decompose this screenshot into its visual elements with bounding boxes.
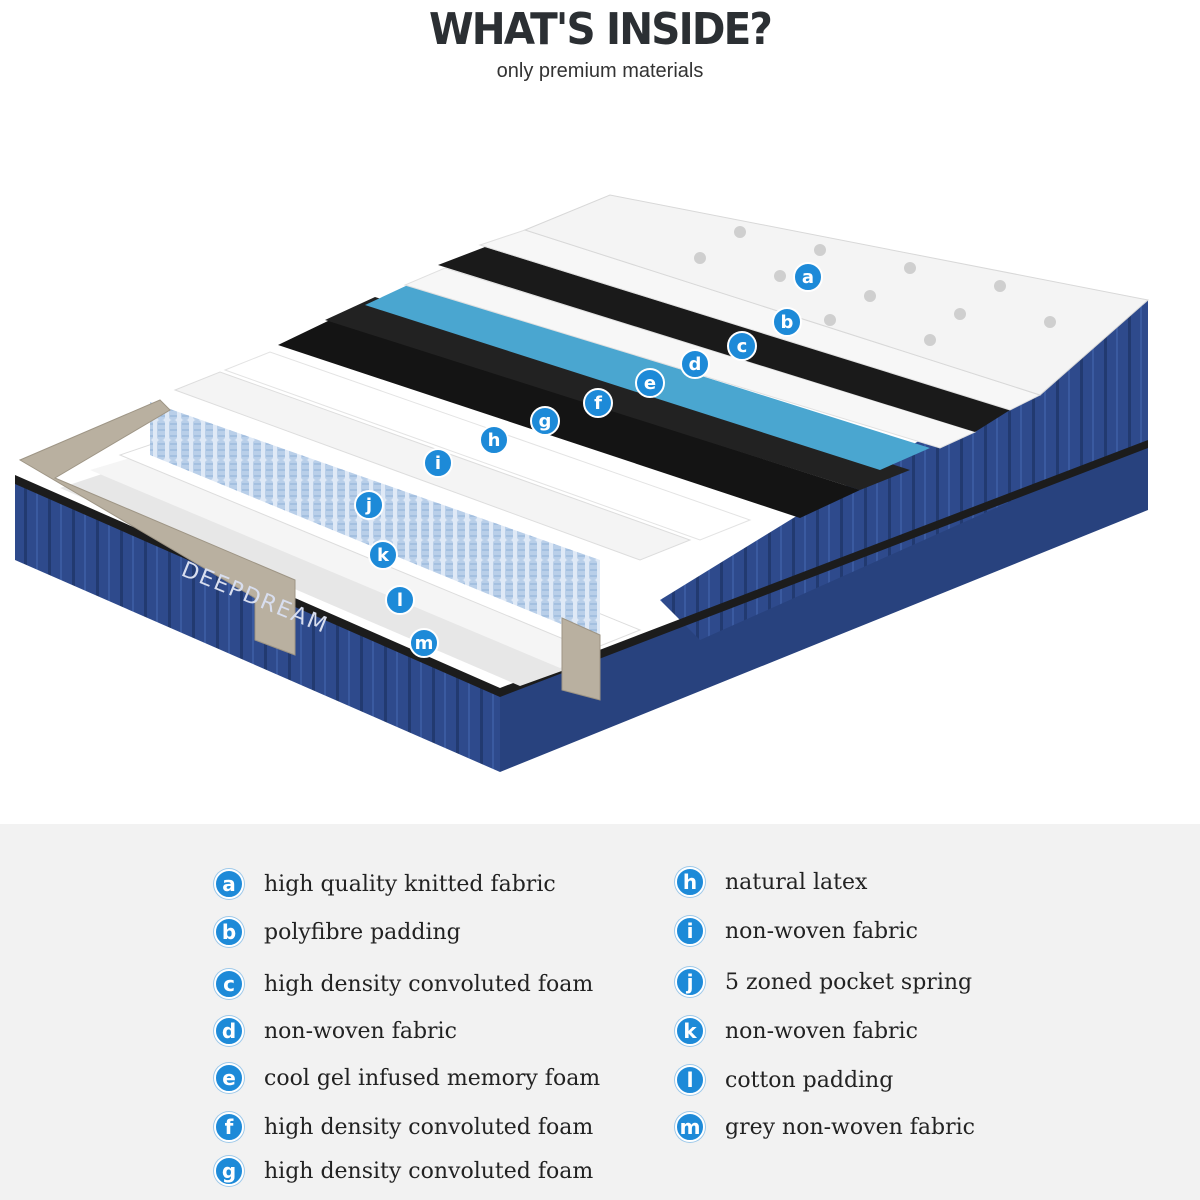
diagram-badge-m: m bbox=[409, 628, 439, 658]
legend-item-i: i non-woven fabric bbox=[675, 916, 918, 946]
svg-text:f: f bbox=[594, 393, 602, 414]
legend-item-c: c high density convoluted foam bbox=[214, 969, 593, 999]
diagram-badge-g: g bbox=[530, 406, 560, 436]
pocket-springs bbox=[150, 402, 600, 640]
svg-text:j: j bbox=[365, 495, 372, 516]
legend-label: high density convoluted foam bbox=[264, 971, 594, 997]
legend-badge-c: c bbox=[214, 969, 244, 999]
diagram-badge-c: c bbox=[727, 331, 757, 361]
legend-item-a: a high quality knitted fabric bbox=[214, 869, 556, 899]
diagram-badge-e: e bbox=[635, 368, 665, 398]
legend-item-d: d non-woven fabric bbox=[214, 1016, 457, 1046]
legend-label: polyfibre padding bbox=[264, 919, 461, 945]
diagram-badge-j: j bbox=[354, 490, 384, 520]
legend-badge-l: l bbox=[675, 1065, 705, 1095]
legend-item-j: j 5 zoned pocket spring bbox=[675, 967, 972, 997]
diagram-badge-i: i bbox=[423, 448, 453, 478]
svg-text:c: c bbox=[737, 336, 748, 357]
svg-text:b: b bbox=[781, 312, 794, 333]
side-frame bbox=[18, 399, 296, 656]
legend-label: cotton padding bbox=[725, 1067, 894, 1093]
legend-badge-d: d bbox=[214, 1016, 244, 1046]
layer-a-top-fabric bbox=[523, 194, 1150, 396]
legend-item-l: l cotton padding bbox=[675, 1065, 893, 1095]
svg-text:e: e bbox=[644, 373, 656, 394]
legend-badge-e: e bbox=[214, 1063, 244, 1093]
legend-label: non-woven fabric bbox=[725, 918, 918, 944]
legend-item-b: b polyfibre padding bbox=[214, 917, 461, 947]
page-title: WHAT'S INSIDE? bbox=[428, 4, 773, 55]
svg-text:a: a bbox=[802, 267, 814, 288]
side-frame-right bbox=[561, 617, 601, 701]
legend-label: high quality knitted fabric bbox=[264, 871, 556, 897]
legend-item-m: m grey non-woven fabric bbox=[675, 1112, 975, 1142]
legend-badge-f: f bbox=[214, 1112, 244, 1142]
layer-l bbox=[90, 455, 600, 668]
legend-label: non-woven fabric bbox=[725, 1018, 918, 1044]
diagram-badge-f: f bbox=[583, 388, 613, 418]
svg-text:g: g bbox=[539, 411, 552, 432]
legend-badge-h: h bbox=[675, 867, 705, 897]
legend-badge-g: g bbox=[214, 1156, 244, 1186]
legend-item-g: g high density convoluted foam bbox=[214, 1156, 593, 1186]
svg-text:d: d bbox=[689, 354, 702, 375]
diagram-badge-l: l bbox=[385, 585, 415, 615]
diagram-badge-b: b bbox=[772, 307, 802, 337]
diagram-badge-k: k bbox=[368, 540, 398, 570]
svg-text:k: k bbox=[377, 545, 390, 566]
legend-label: cool gel infused memory foam bbox=[264, 1065, 601, 1091]
layer-c bbox=[438, 247, 1010, 432]
diagram-badges: a b c d e f g h i j k l m bbox=[354, 262, 823, 658]
legend-badge-j: j bbox=[675, 967, 705, 997]
legend-panel: a high quality knitted fabric b polyfibre p… bbox=[0, 824, 1200, 1200]
top-tufts bbox=[694, 226, 1056, 346]
legend-item-h: h natural latex bbox=[675, 867, 867, 897]
legend-label: high density convoluted foam bbox=[264, 1114, 594, 1140]
legend-label: grey non-woven fabric bbox=[725, 1114, 975, 1140]
legend-item-f: f high density convoluted foam bbox=[214, 1112, 593, 1142]
layer-f bbox=[325, 297, 910, 490]
legend-badge-b: b bbox=[214, 917, 244, 947]
page-subtitle: only premium materials bbox=[496, 60, 704, 82]
mattress-right-side bbox=[500, 440, 1148, 772]
legend-item-e: e cool gel infused memory foam bbox=[214, 1063, 600, 1093]
diagram-badge-d: d bbox=[680, 349, 710, 379]
svg-text:m: m bbox=[415, 633, 434, 654]
legend-label: high density convoluted foam bbox=[264, 1158, 594, 1184]
svg-text:i: i bbox=[435, 453, 441, 474]
legend-label: 5 zoned pocket spring bbox=[725, 969, 973, 995]
legend-item-k: k non-woven fabric bbox=[675, 1016, 918, 1046]
legend-label: non-woven fabric bbox=[264, 1018, 457, 1044]
diagram-badge-h: h bbox=[479, 425, 509, 455]
layer-m bbox=[60, 472, 570, 686]
layer-g bbox=[278, 320, 860, 518]
legend-badge-m: m bbox=[675, 1112, 705, 1142]
legend-badge-a: a bbox=[214, 869, 244, 899]
legend-label: natural latex bbox=[725, 869, 868, 895]
svg-text:l: l bbox=[397, 590, 403, 611]
legend-badge-i: i bbox=[675, 916, 705, 946]
diagram-badge-a: a bbox=[793, 262, 823, 292]
svg-text:h: h bbox=[488, 430, 501, 451]
legend-badge-k: k bbox=[675, 1016, 705, 1046]
